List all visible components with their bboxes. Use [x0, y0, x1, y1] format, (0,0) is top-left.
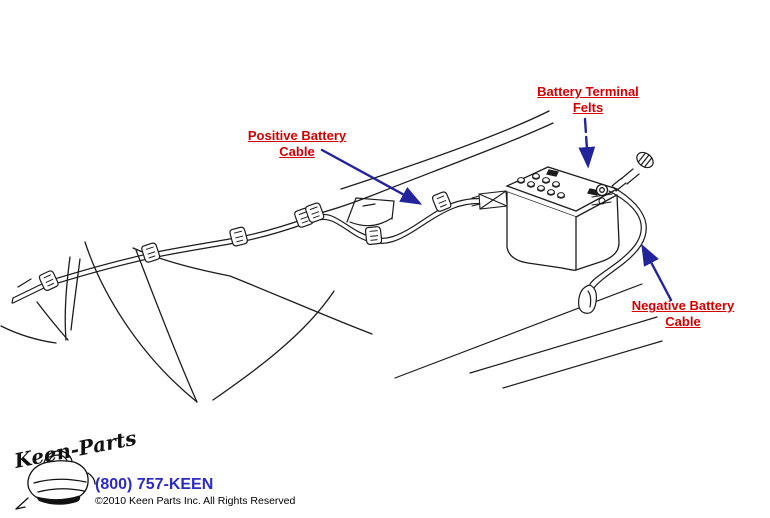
negative-cable-arrow	[641, 243, 673, 302]
phone-number: (800) 757-KEEN	[95, 476, 214, 493]
negative-cable-line	[578, 186, 647, 314]
cable-junction-bracket	[471, 190, 508, 210]
negative-cable-lug	[578, 284, 597, 314]
saddle-panel	[346, 197, 395, 227]
battery-drawing	[471, 166, 620, 271]
battery-terminal-felts-label-line2[interactable]: Felts	[572, 100, 604, 115]
frame-rail-lines	[394, 283, 663, 389]
battery-terminal-felt	[595, 183, 609, 197]
positive-battery-cable-label-line2[interactable]: Cable	[279, 144, 315, 159]
positive-battery-cable-label[interactable]: Positive Battery Cable	[233, 128, 361, 160]
cable-clips	[37, 190, 453, 293]
keen-parts-logo-text: Keen-Parts	[11, 426, 138, 473]
terminal-bolt	[611, 151, 654, 192]
battery-terminal-felts-label-line1[interactable]: Battery Terminal	[537, 84, 639, 99]
battery-terminal-felts-label[interactable]: Battery Terminal Felts	[524, 84, 652, 116]
positive-cable-arrow	[320, 148, 423, 205]
terminal-felts-arrow	[578, 117, 596, 169]
negative-battery-cable-label[interactable]: Negative Battery Cable	[619, 298, 747, 330]
logo-bumper-shade	[36, 496, 81, 505]
terminal-clamp	[591, 193, 613, 206]
copyright-text: ©2010 Keen Parts Inc. All Rights Reserve…	[95, 495, 296, 507]
positive-battery-cable-label-line1[interactable]: Positive Battery	[247, 128, 347, 143]
negative-battery-cable-label-line2[interactable]: Cable	[665, 314, 701, 329]
positive-cable-line	[11, 197, 493, 304]
negative-battery-cable-label-line1[interactable]: Negative Battery	[631, 298, 735, 313]
label-arrows	[320, 117, 673, 302]
